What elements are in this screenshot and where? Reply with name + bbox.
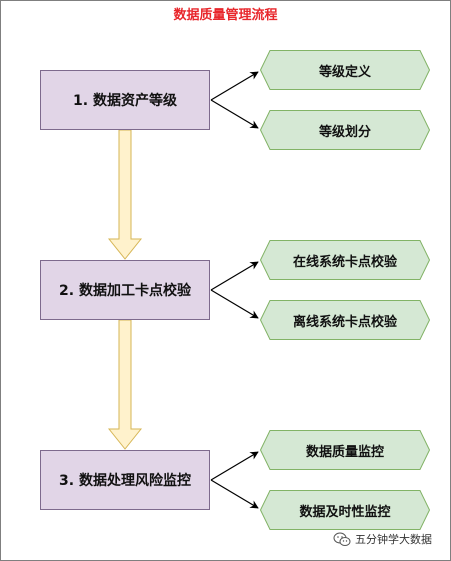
connector-3a [210,451,259,481]
substep-quality-monitoring: 数据质量监控 [260,430,430,470]
step-label: 1. 数据资产等级 [73,93,177,109]
connector-2a [210,261,259,291]
step-label: 2. 数据加工卡点校验 [59,283,191,299]
step-risk-monitoring: 3. 数据处理风险监控 [40,450,210,510]
substep-label: 在线系统卡点校验 [292,254,397,270]
substep-level-division: 等级划分 [260,110,430,150]
watermark-text: 五分钟学大数据 [355,533,432,546]
substep-label: 数据质量监控 [305,444,384,460]
step-label: 3. 数据处理风险监控 [59,473,191,489]
substep-label: 等级划分 [318,124,371,140]
diagram-title: 数据质量管理流程 [173,8,278,23]
substep-timeliness-monitoring: 数据及时性监控 [260,490,430,530]
substep-label: 离线系统卡点校验 [292,314,397,330]
connector-2b [210,289,259,319]
step-data-asset-level: 1. 数据资产等级 [40,70,210,130]
substep-offline-checkpoint: 离线系统卡点校验 [260,300,430,340]
substep-online-checkpoint: 在线系统卡点校验 [260,240,430,280]
substep-label: 等级定义 [318,64,371,80]
watermark: 五分钟学大数据 [333,528,432,550]
substep-level-definition: 等级定义 [260,50,430,90]
step-processing-checkpoint: 2. 数据加工卡点校验 [40,260,210,320]
wechat-icon [333,532,351,546]
flow-arrow-1 [107,129,143,260]
substep-label: 数据及时性监控 [299,504,391,520]
connector-1a [210,71,259,101]
connector-3b [210,479,259,509]
connector-1b [210,99,259,129]
flow-arrow-2 [107,319,143,450]
